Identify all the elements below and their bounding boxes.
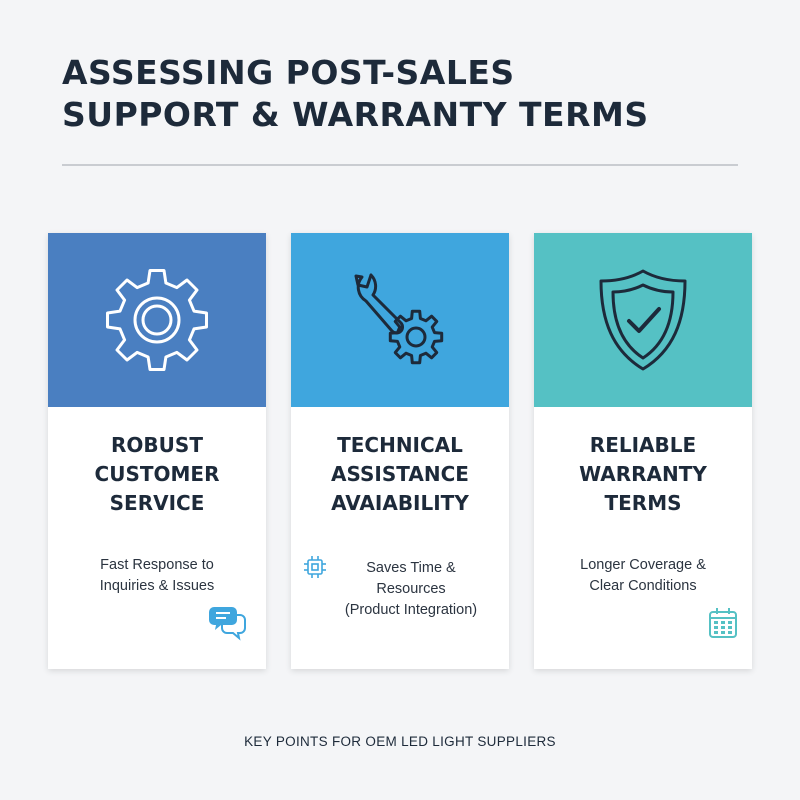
card-title-line: TERMS xyxy=(604,491,682,515)
card-title-line: ASSISTANCE xyxy=(331,462,469,486)
card-desc-line: Clear Conditions xyxy=(589,578,697,594)
card-customer-service: ROBUST CUSTOMER SERVICE Fast Response to… xyxy=(48,233,266,669)
card-title-line: WARRANTY xyxy=(579,462,707,486)
card-title-line: CUSTOMER xyxy=(94,462,220,486)
calendar-icon xyxy=(709,608,737,638)
gear-icon xyxy=(106,269,208,371)
page-title-line-1: ASSESSING POST-SALES xyxy=(62,53,515,92)
card-description: Saves Time & Resources (Product Integrat… xyxy=(313,558,509,621)
card-desc-line: Inquiries & Issues xyxy=(99,578,215,594)
title-divider xyxy=(62,164,738,166)
card-title-line: ROBUST xyxy=(111,433,203,457)
card-desc-line: (Product Integration) xyxy=(344,602,478,618)
footer-caption: KEY POINTS FOR OEM LED LIGHT SUPPLIERS xyxy=(244,734,556,749)
page-title-line-2: SUPPORT & WARRANTY TERMS xyxy=(62,95,649,134)
card-title-line: RELIABLE xyxy=(589,433,697,457)
card-title-line: TECHNICAL xyxy=(337,433,463,457)
card-description: Longer Coverage & Clear Conditions xyxy=(534,555,752,597)
card-title-line: SERVICE xyxy=(109,491,205,515)
card-header-band xyxy=(534,233,752,407)
card-warranty-terms: RELIABLE WARRANTY TERMS Longer Coverage … xyxy=(534,233,752,669)
card-title: TECHNICAL ASSISTANCE AVAIABILITY xyxy=(291,431,509,518)
card-technical-assistance: TECHNICAL ASSISTANCE AVAIABILITY Saves T… xyxy=(291,233,509,669)
shield-check-icon xyxy=(599,269,687,371)
card-desc-line: Resources xyxy=(376,581,446,597)
chip-icon xyxy=(304,556,326,578)
card-header-band xyxy=(48,233,266,407)
card-description: Fast Response to Inquiries & Issues xyxy=(48,555,266,597)
card-title-line: AVAIABILITY xyxy=(331,491,469,515)
chat-bubbles-icon xyxy=(209,607,246,641)
page-title: ASSESSING POST-SALES SUPPORT & WARRANTY … xyxy=(62,52,752,136)
card-header-band xyxy=(291,233,509,407)
card-title: ROBUST CUSTOMER SERVICE xyxy=(48,431,266,518)
card-title: RELIABLE WARRANTY TERMS xyxy=(534,431,752,518)
card-desc-line: Saves Time & xyxy=(366,560,456,576)
wrench-gear-icon xyxy=(354,273,444,365)
card-desc-line: Fast Response to xyxy=(100,557,214,573)
card-desc-line: Longer Coverage & xyxy=(580,557,706,573)
